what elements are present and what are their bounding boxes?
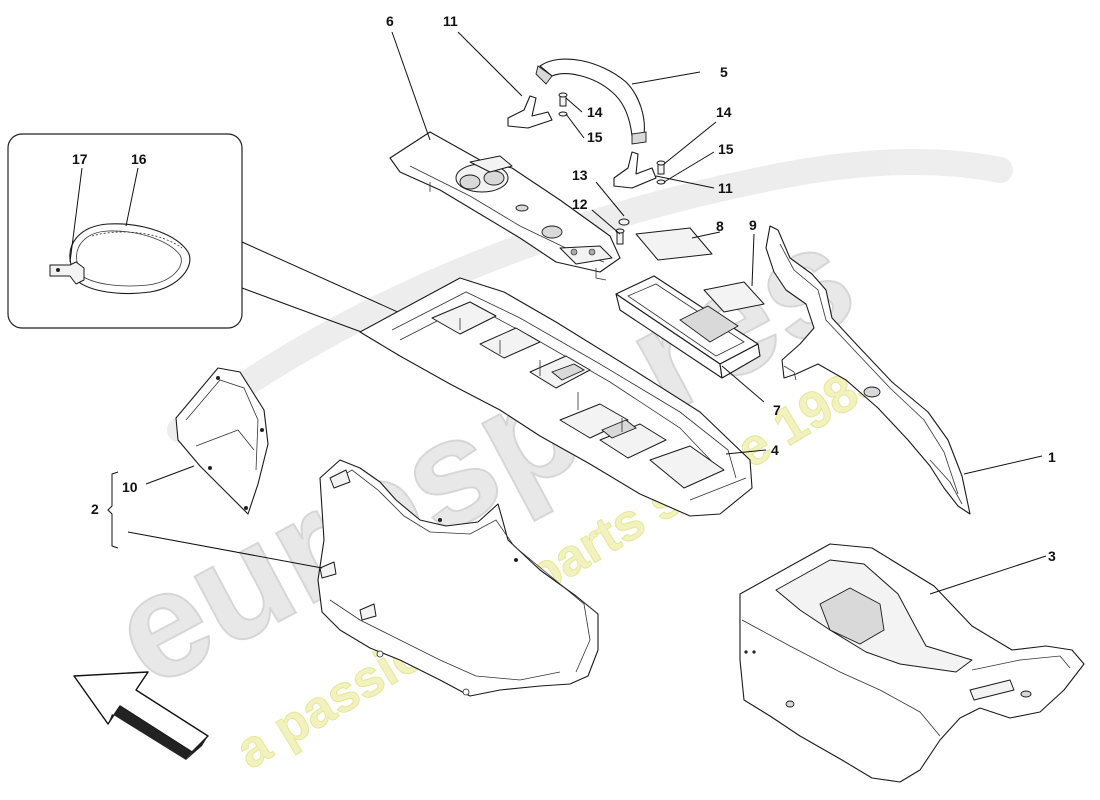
callout-9: 9 (749, 217, 757, 233)
part-6-upper-cover (389, 131, 621, 281)
callout-11-right: 11 (718, 180, 733, 196)
callout-7: 7 (773, 402, 781, 418)
callout-14-right: 14 (716, 104, 732, 120)
callout-10: 10 (122, 479, 138, 495)
part-11-bracket-left (507, 95, 553, 129)
callout-13: 13 (572, 167, 588, 183)
callout-14-left: 14 (587, 104, 603, 120)
callout-2: 2 (91, 501, 99, 517)
callout-4: 4 (771, 442, 779, 458)
callout-labels: 1 2 3 4 5 6 7 8 9 10 11 11 12 13 14 14 1… (72, 13, 1056, 564)
callout-12: 12 (572, 196, 588, 212)
callout-15-left: 15 (587, 129, 603, 145)
part-3-rear-tunnel (739, 543, 1085, 783)
callout-5: 5 (720, 64, 728, 80)
callout-8: 8 (716, 218, 724, 234)
front-direction-arrow-icon (73, 671, 209, 760)
callout-6: 6 (386, 13, 394, 29)
part-9-pad (703, 281, 765, 313)
callout-17: 17 (72, 151, 88, 167)
part-4-console (359, 277, 753, 517)
callout-15-right: 15 (718, 141, 734, 157)
part-17-bracket (49, 261, 85, 285)
leader-lines (107, 31, 1047, 595)
part-2-lower-trim (317, 459, 599, 697)
part-16-loop (69, 223, 191, 295)
callout-3: 3 (1048, 548, 1056, 564)
part-1-side-panel (765, 225, 971, 515)
callout-11-top: 11 (443, 13, 458, 29)
detail-inset (7, 133, 243, 329)
callout-16: 16 (131, 151, 147, 167)
part-7-bin (615, 275, 761, 379)
part-11-bracket-right (613, 151, 657, 189)
callout-1: 1 (1048, 449, 1056, 465)
part-8-pad (635, 227, 713, 261)
part-5-handle (535, 58, 647, 145)
part-10-panel (175, 367, 269, 515)
